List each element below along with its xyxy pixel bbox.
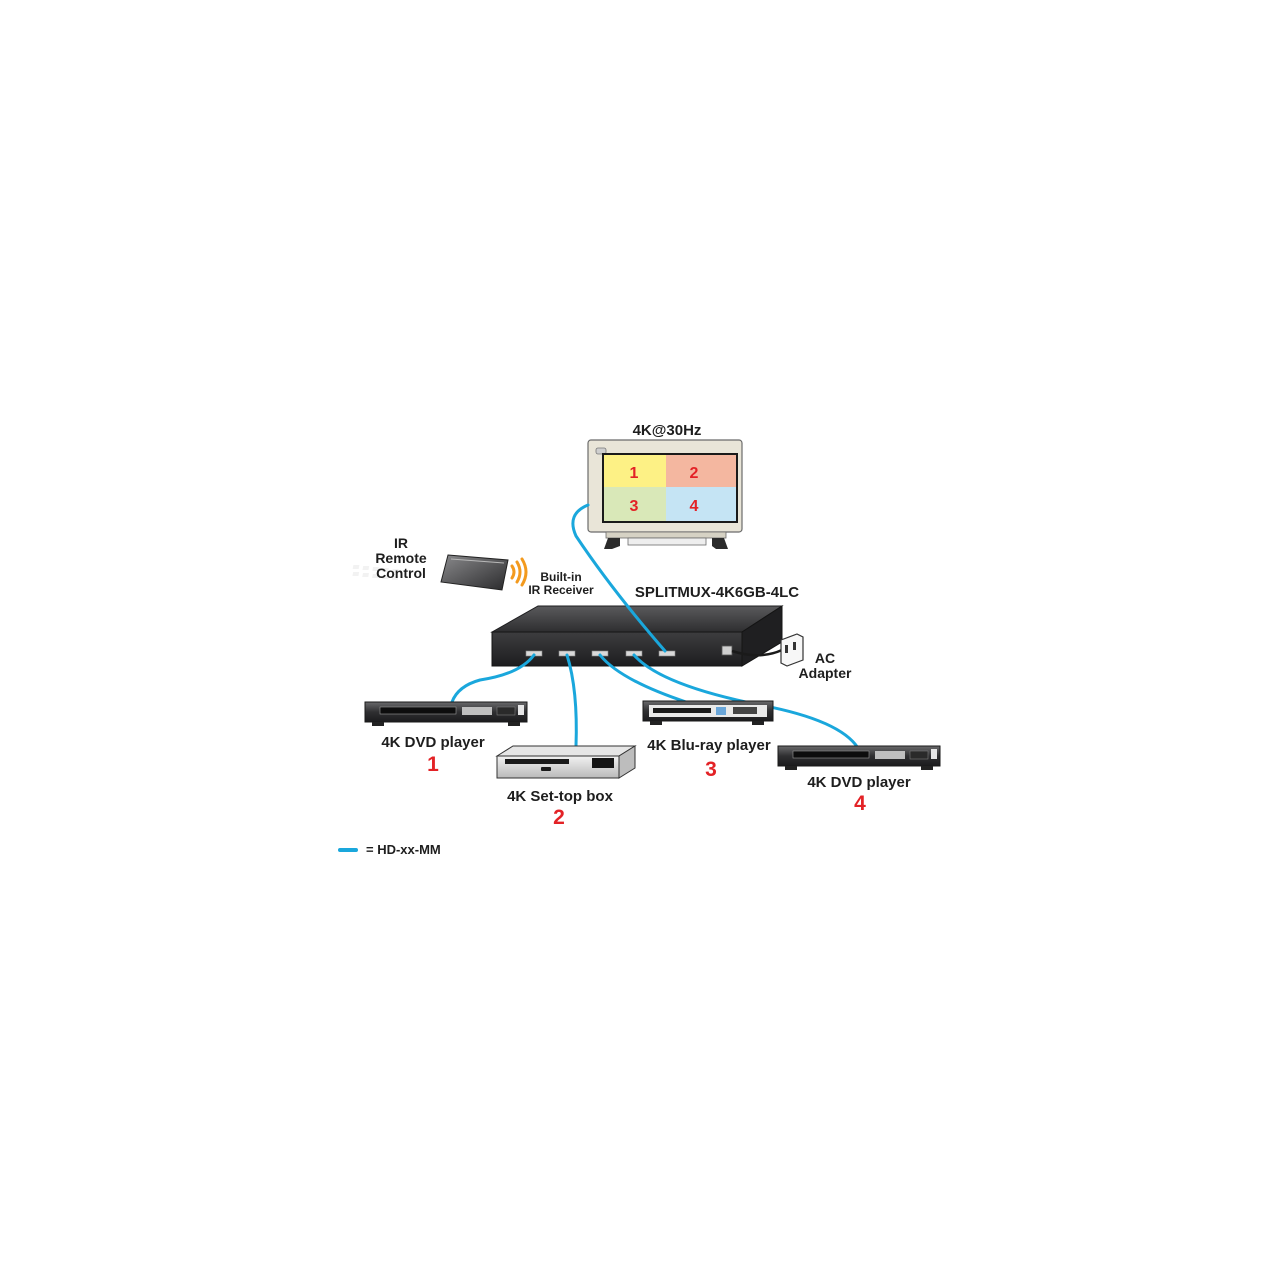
quadrant-number-1: 1	[630, 465, 639, 482]
source-3-number: 3	[705, 758, 717, 781]
quadrant-number-4: 4	[690, 498, 699, 515]
ir-signal-icon	[510, 557, 528, 587]
screen-quadrant-1	[604, 455, 666, 487]
ac-adapter-label: AC Adapter	[798, 650, 852, 681]
ir-receiver-label: Built-in IR Receiver	[528, 570, 594, 597]
remote-control-icon	[352, 554, 509, 591]
hdmi-cable	[598, 653, 688, 704]
splitter-unit	[490, 605, 784, 667]
source-2-label: 4K Set-top box	[507, 788, 613, 805]
blu-ray-player	[642, 700, 774, 725]
remote-label: IR Remote Control	[375, 535, 427, 581]
hdmi-cable	[571, 503, 667, 653]
power-cable	[731, 648, 783, 657]
legend-text: = HD-xx-MM	[366, 842, 441, 857]
screen-quadrant-4	[666, 487, 736, 521]
source-3-label: 4K Blu-ray player	[647, 737, 771, 754]
quadrant-number-2: 2	[690, 465, 699, 482]
source-4-number: 4	[854, 792, 866, 815]
power-port	[721, 645, 733, 656]
monitor-label: 4K@30Hz	[632, 422, 702, 439]
dvd-player-4	[777, 745, 941, 770]
quadrant-number-3: 3	[630, 498, 639, 515]
hdmi-cable	[565, 653, 578, 748]
hdmi-cable	[450, 653, 536, 704]
monitor	[587, 439, 743, 549]
source-1-number: 1	[427, 753, 439, 776]
source-4-label: 4K DVD player	[807, 774, 911, 791]
monitor-power-light	[595, 447, 607, 455]
source-2-number: 2	[553, 806, 565, 829]
splitter-label: SPLITMUX-4K6GB-4LC	[634, 584, 800, 601]
source-1-label: 4K DVD player	[381, 734, 485, 751]
hdmi-port	[658, 650, 676, 657]
screen-quadrant-3	[604, 487, 666, 521]
screen-quadrant-2	[666, 455, 736, 487]
dvd-player-1	[364, 701, 528, 726]
set-top-box	[495, 745, 637, 779]
power-outlet-icon	[780, 633, 804, 667]
